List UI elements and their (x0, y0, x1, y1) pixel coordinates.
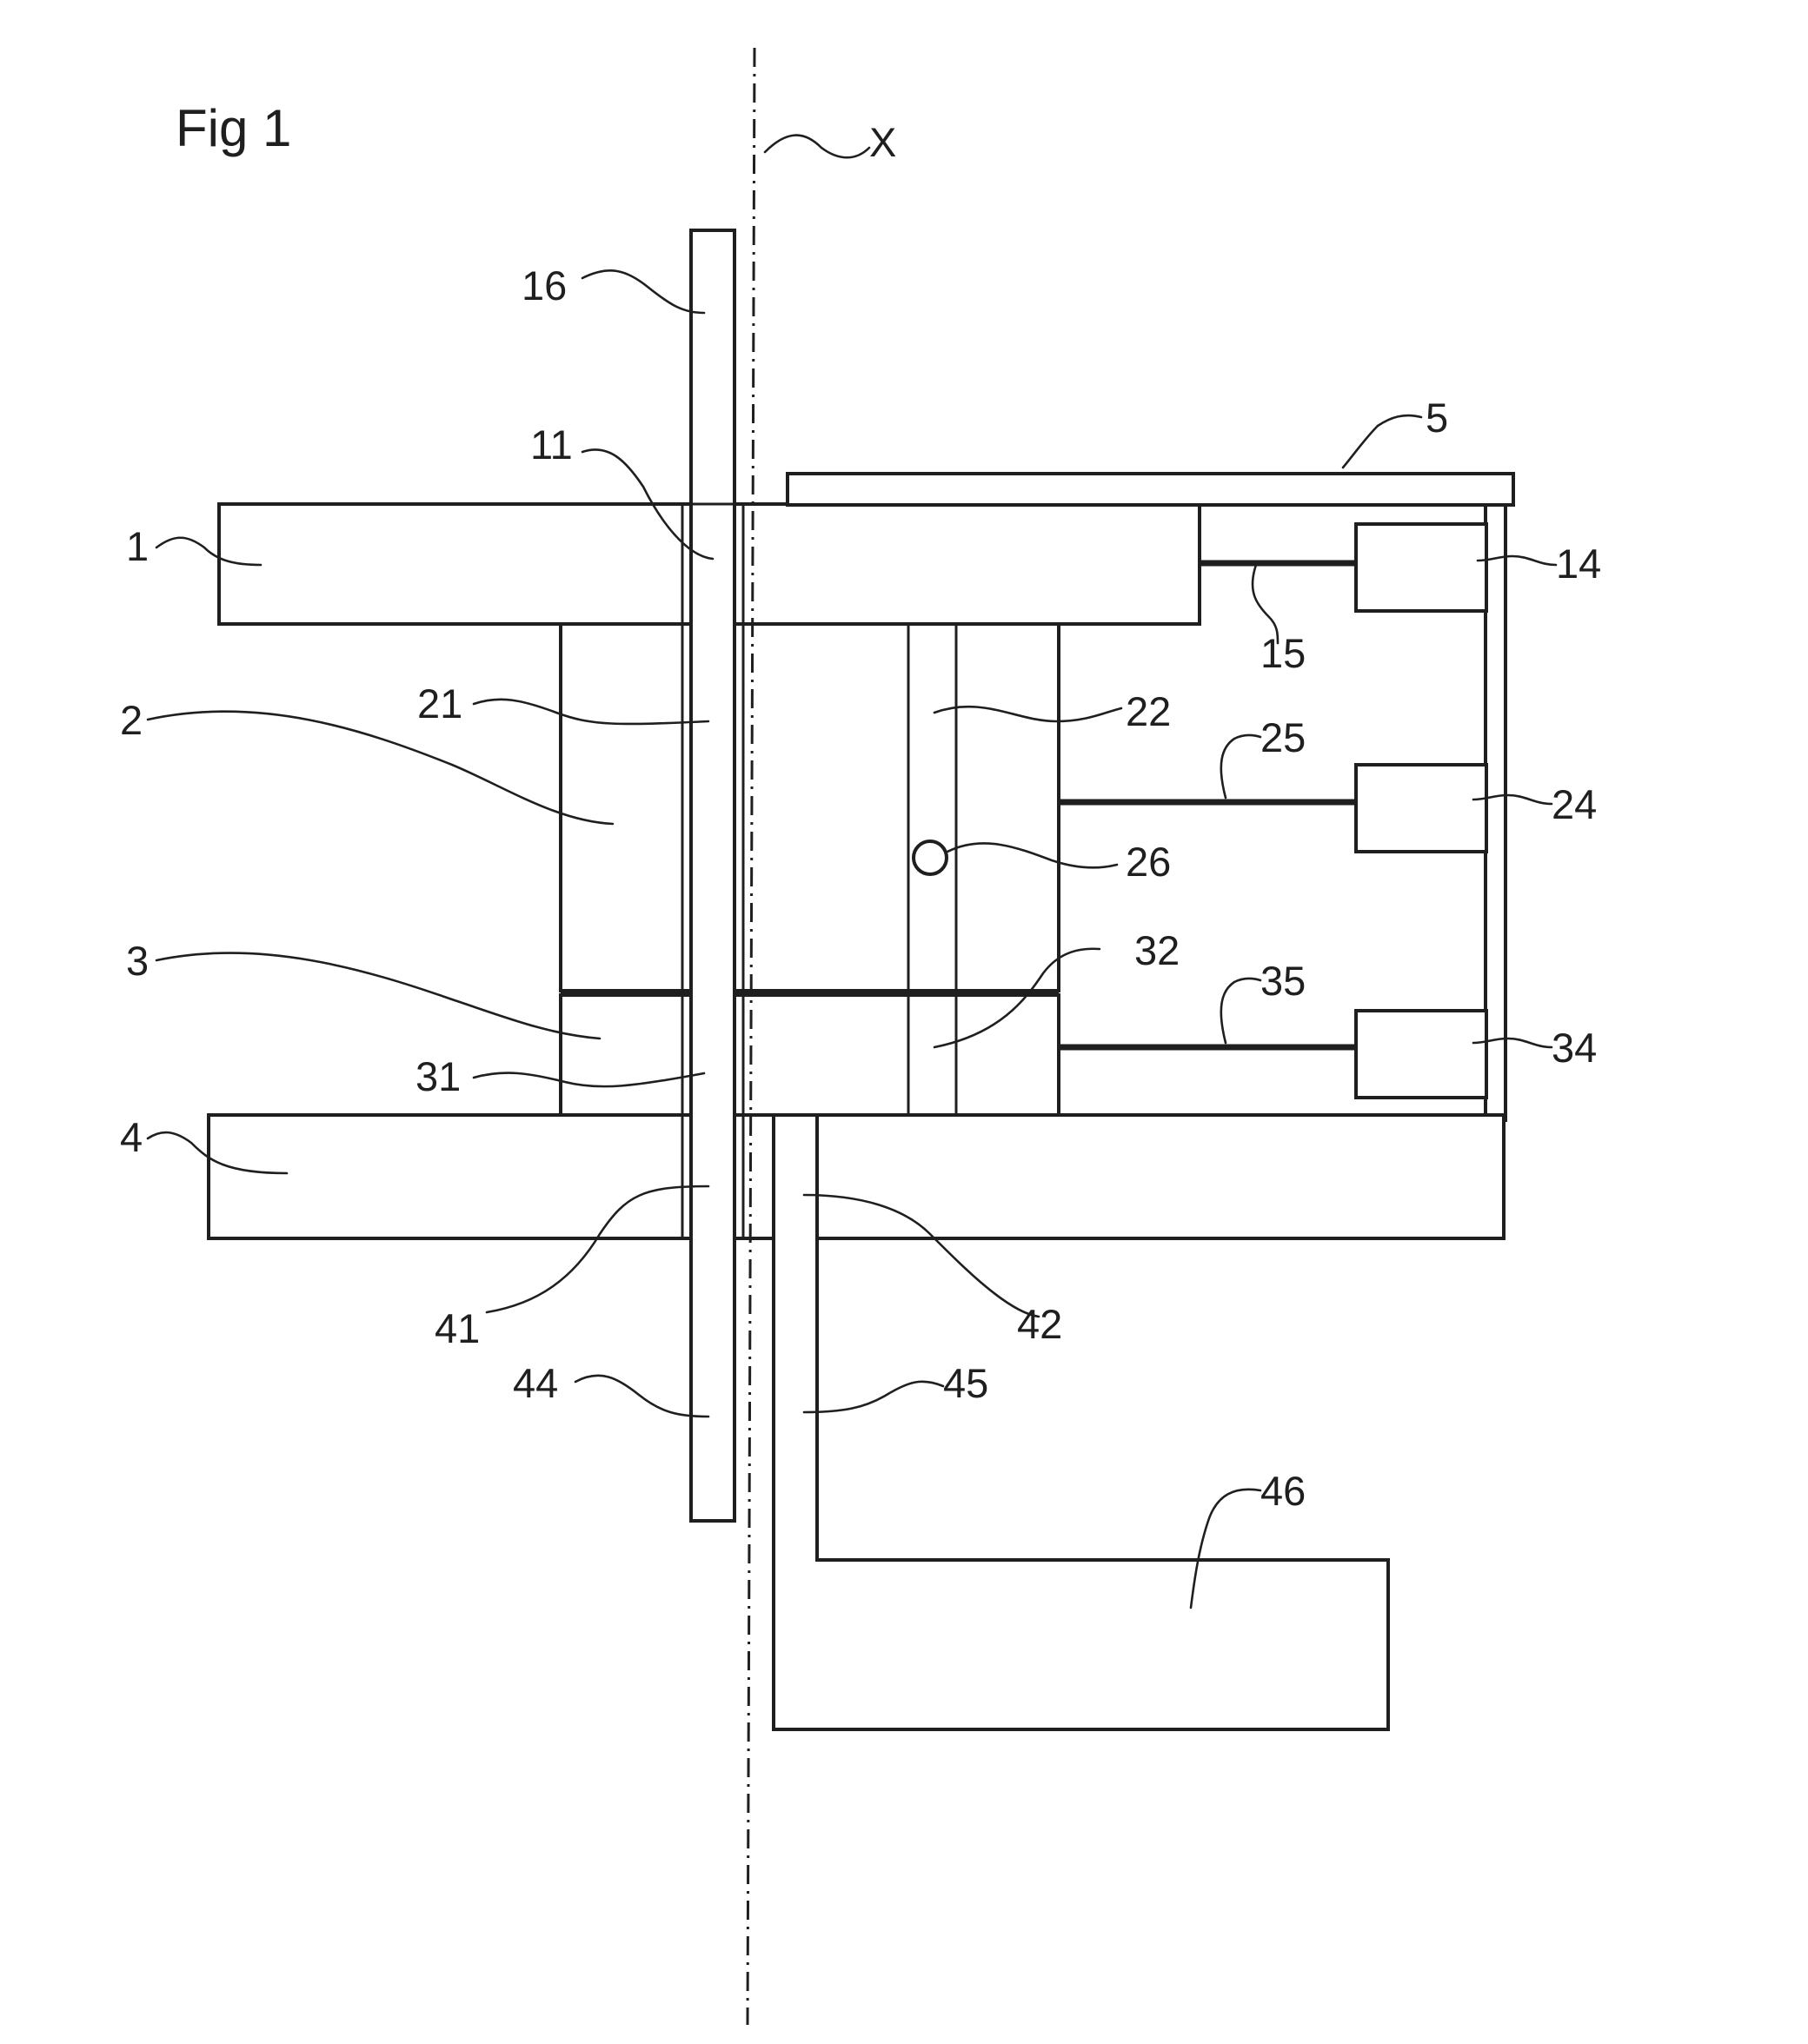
label-31: 31 (415, 1053, 461, 1099)
label-24: 24 (1552, 781, 1597, 827)
leader-3 (156, 953, 600, 1039)
hole-26 (914, 841, 947, 874)
block-2 (561, 624, 1059, 991)
label-5: 5 (1426, 395, 1448, 441)
label-26: 26 (1126, 839, 1171, 885)
cover-5 (788, 474, 1513, 505)
actuator-34 (1356, 1011, 1486, 1098)
shaft-16 (691, 230, 734, 1521)
block-3 (561, 995, 1059, 1118)
actuator-24 (1356, 765, 1486, 852)
label-4: 4 (120, 1114, 143, 1160)
leader-45 (804, 1382, 943, 1412)
label-3: 3 (126, 938, 149, 984)
label-35: 35 (1260, 958, 1306, 1004)
label-16: 16 (522, 262, 567, 309)
label-46: 46 (1260, 1468, 1306, 1514)
leader-2 (148, 712, 613, 824)
label-14: 14 (1556, 541, 1601, 587)
label-2: 2 (120, 697, 143, 743)
leader-16 (582, 270, 704, 313)
figure-title: Fig 1 (176, 99, 291, 157)
leader-44 (575, 1376, 708, 1417)
label-45: 45 (943, 1360, 988, 1406)
leader-25 (1221, 735, 1260, 798)
plate-4 (209, 1115, 1504, 1238)
leader-5 (1343, 415, 1421, 468)
label-41: 41 (435, 1305, 480, 1351)
actuator-14 (1356, 524, 1486, 611)
label-22: 22 (1126, 688, 1171, 734)
label-42: 42 (1017, 1301, 1062, 1347)
label-25: 25 (1260, 714, 1306, 760)
label-32: 32 (1134, 927, 1180, 973)
axis-label-x: X (869, 119, 896, 165)
label-1: 1 (126, 523, 149, 569)
leader-35 (1221, 979, 1260, 1043)
right-frame (1486, 505, 1506, 1120)
leader-x (765, 136, 869, 158)
label-44: 44 (513, 1360, 558, 1406)
label-11: 11 (530, 421, 573, 468)
label-15: 15 (1260, 630, 1306, 676)
label-34: 34 (1552, 1025, 1597, 1071)
label-21: 21 (417, 680, 462, 727)
